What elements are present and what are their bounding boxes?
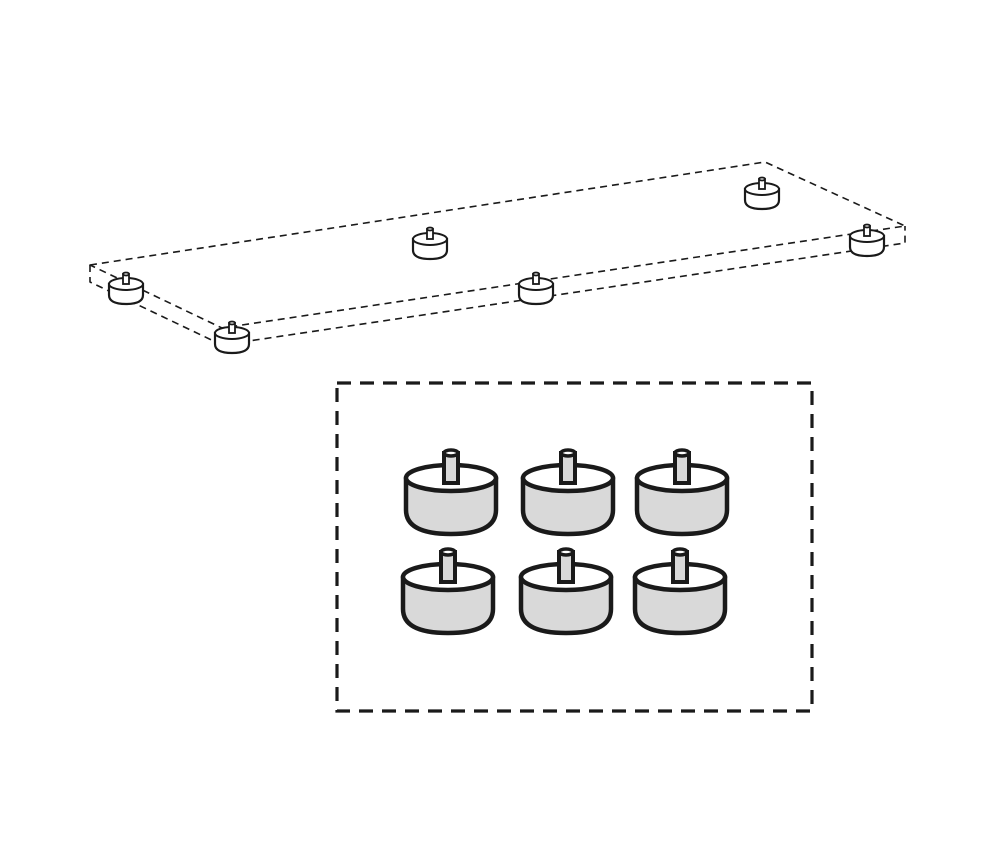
detail-foot [400, 547, 496, 636]
panel-left-edge [89, 265, 223, 346]
panel-foot [213, 320, 251, 355]
detail-foot [403, 448, 499, 537]
detail-box [335, 381, 814, 713]
detail-feet [400, 448, 730, 636]
panel-foot [107, 271, 145, 306]
panel-foot [743, 176, 781, 211]
panel-front-edge [221, 226, 906, 346]
panel-feet [107, 176, 886, 355]
panel-foot [411, 226, 449, 261]
detail-foot [518, 547, 614, 636]
panel-foot [517, 271, 555, 306]
detail-foot [632, 547, 728, 636]
panel-foot [848, 223, 886, 258]
shelf-panel [89, 161, 906, 346]
detail-foot [520, 448, 616, 537]
panel-top-face [89, 161, 906, 329]
detail-foot [634, 448, 730, 537]
